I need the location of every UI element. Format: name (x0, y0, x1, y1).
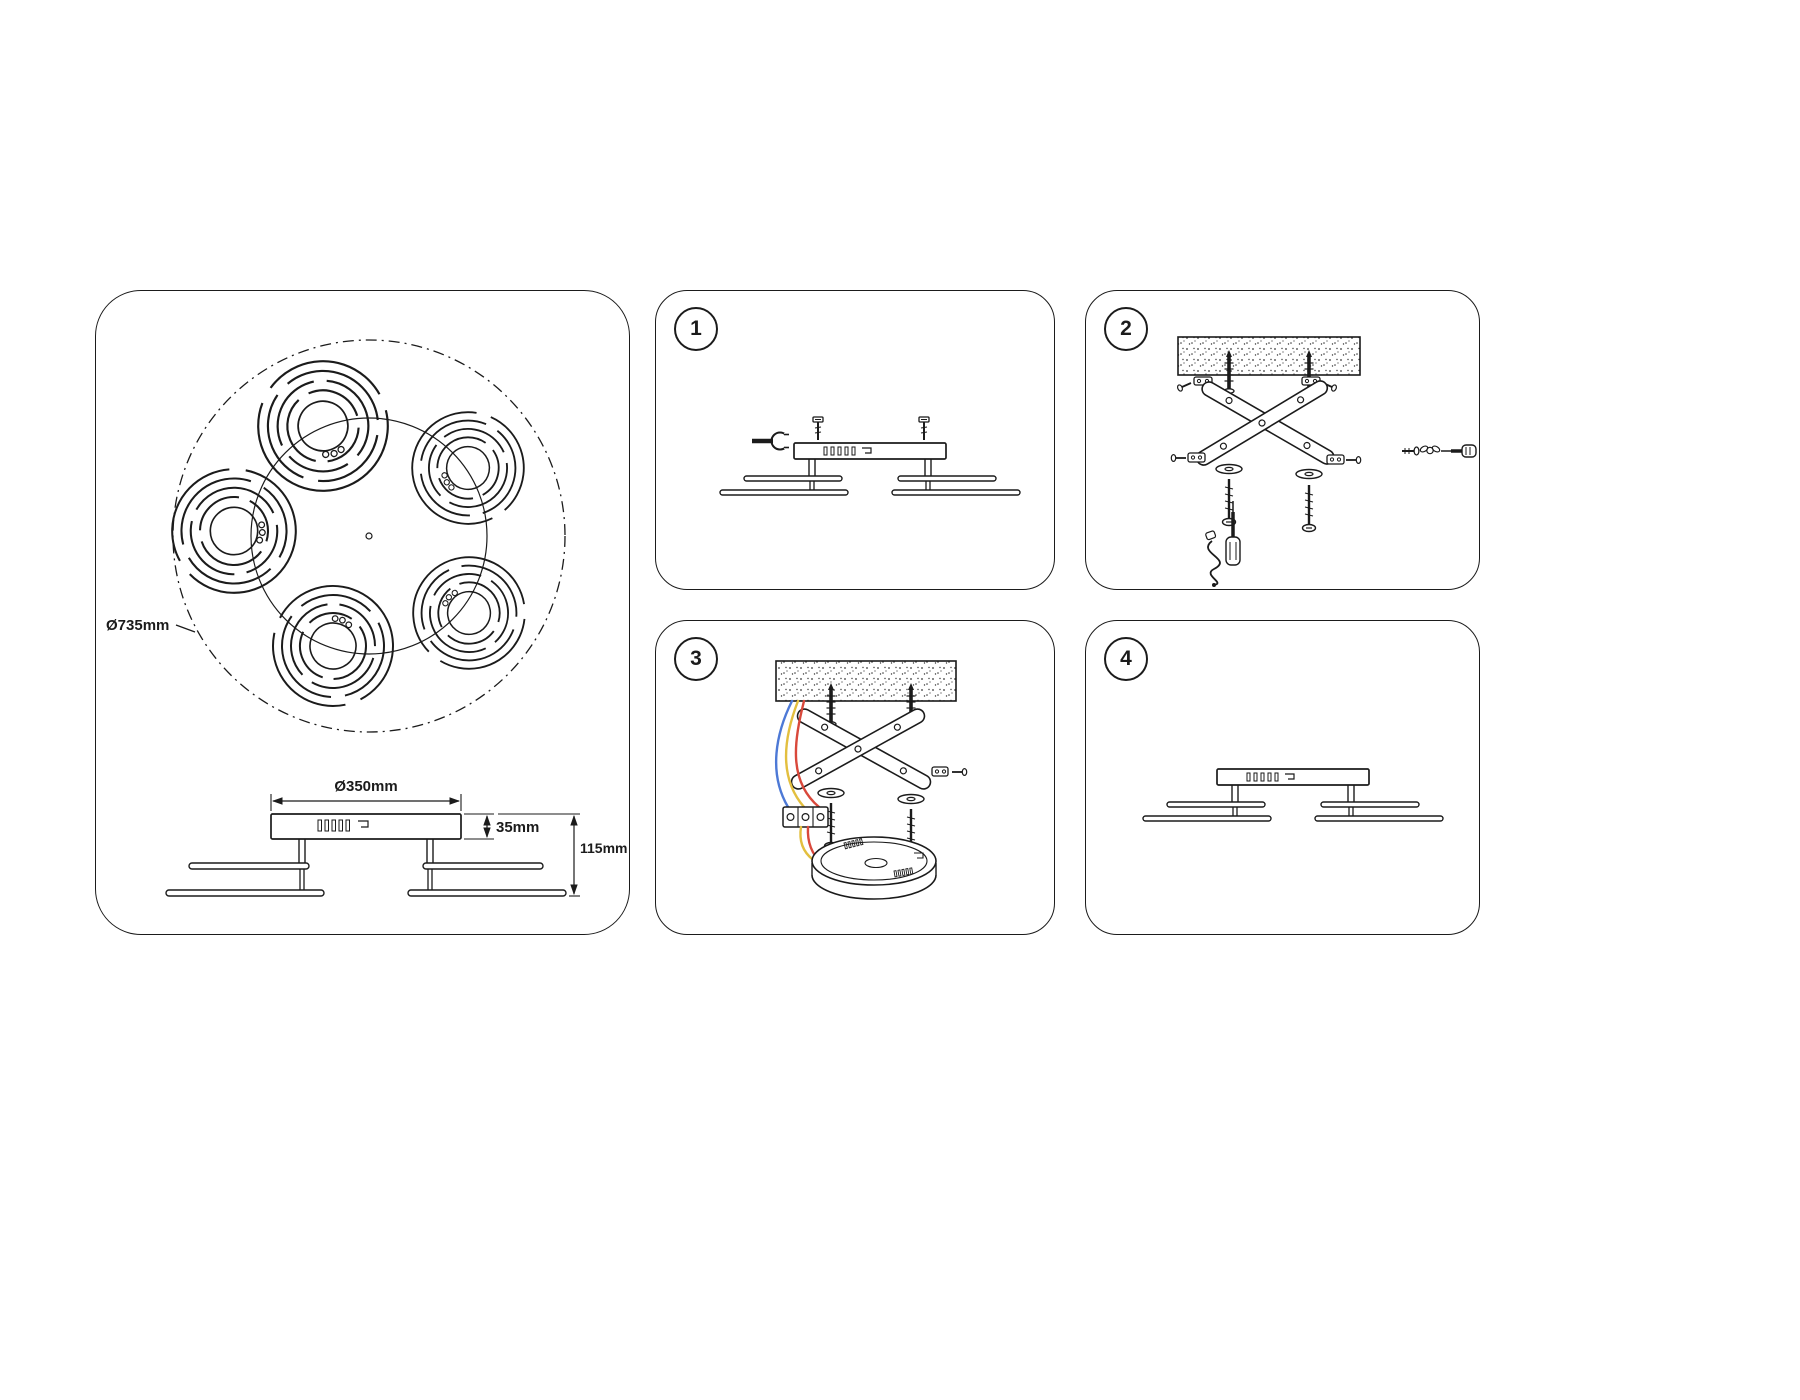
ring-module-top (236, 339, 410, 513)
step-4-panel: 4 (1085, 620, 1480, 935)
vent-slot (345, 819, 350, 832)
step-2-panel: 2 (1085, 290, 1480, 590)
overall-diameter-dashed-circle (172, 339, 566, 733)
center-hole (365, 532, 373, 540)
top-view (169, 339, 566, 733)
wire-yellow (784, 699, 806, 809)
washer-icon (897, 793, 925, 805)
step-1-panel: 1 (655, 290, 1055, 590)
step-2-number-badge: 2 (1104, 307, 1148, 351)
step-3-panel: 3 (655, 620, 1055, 935)
screwdriver-icon (1225, 501, 1241, 566)
screw-icon (812, 416, 824, 440)
terminal-block (782, 806, 829, 828)
ceiling-section (775, 660, 957, 702)
ring-module-upper-right (389, 389, 547, 547)
supply-wires (775, 699, 821, 809)
ring-module-lower-right (389, 533, 549, 693)
wing-nut-icon (1419, 445, 1441, 455)
vent-slot (317, 819, 322, 832)
overall-diameter-label: Ø735mm (106, 617, 169, 634)
step-2-drawing (1170, 336, 1477, 587)
mounting-screw (1301, 483, 1317, 533)
ring-module-left (169, 466, 299, 596)
vent-slots (893, 867, 914, 878)
vent-slots (843, 838, 864, 850)
step-3-number-badge: 3 (674, 637, 718, 681)
base-diameter-label: Ø350mm (334, 778, 397, 795)
diameter-leader-line (175, 624, 196, 633)
lamp-disc (407, 889, 567, 897)
wire-red (794, 699, 821, 809)
base-height-label: 35mm (496, 819, 539, 836)
angle-bracket (931, 766, 968, 777)
vent-slot (324, 819, 329, 832)
screw-icon (918, 416, 930, 440)
side-view (165, 794, 580, 897)
screw-icon (1402, 446, 1420, 456)
dimensions-drawing: Ø735mm (106, 339, 627, 897)
washer-icon (1215, 463, 1243, 475)
cable-clip (358, 820, 369, 828)
wire-hole (864, 857, 888, 869)
cable-clip (914, 852, 924, 859)
angle-bracket (1326, 454, 1362, 465)
wrench-icon (752, 431, 794, 451)
washer-icon (817, 787, 845, 799)
screw-icon (1176, 382, 1192, 392)
step-3-drawing (775, 660, 968, 900)
ring-module-bottom (255, 568, 411, 724)
module-centers-circle (250, 417, 488, 655)
wire-blue (775, 699, 794, 809)
vent-slot (338, 819, 343, 832)
fixture-height-label: 115mm (580, 840, 627, 856)
vent-slot (331, 819, 336, 832)
angle-bracket (1170, 452, 1206, 463)
step-4-number-badge: 4 (1104, 637, 1148, 681)
step-1-number-badge: 1 (674, 307, 718, 351)
power-cord-icon (1205, 530, 1221, 587)
canopy-ring (811, 836, 937, 900)
lamp-disc (188, 862, 310, 870)
dimensions-panel: Ø735mm (95, 290, 630, 935)
screwdriver-icon (1441, 444, 1477, 458)
step-1-drawing (719, 416, 1021, 496)
lamp-disc (165, 889, 325, 897)
assembled-fixture (719, 442, 1021, 496)
washer-icon (1295, 468, 1323, 480)
lamp-disc (422, 862, 544, 870)
assembled-fixture (1142, 768, 1444, 822)
ceiling-section (1177, 336, 1361, 376)
